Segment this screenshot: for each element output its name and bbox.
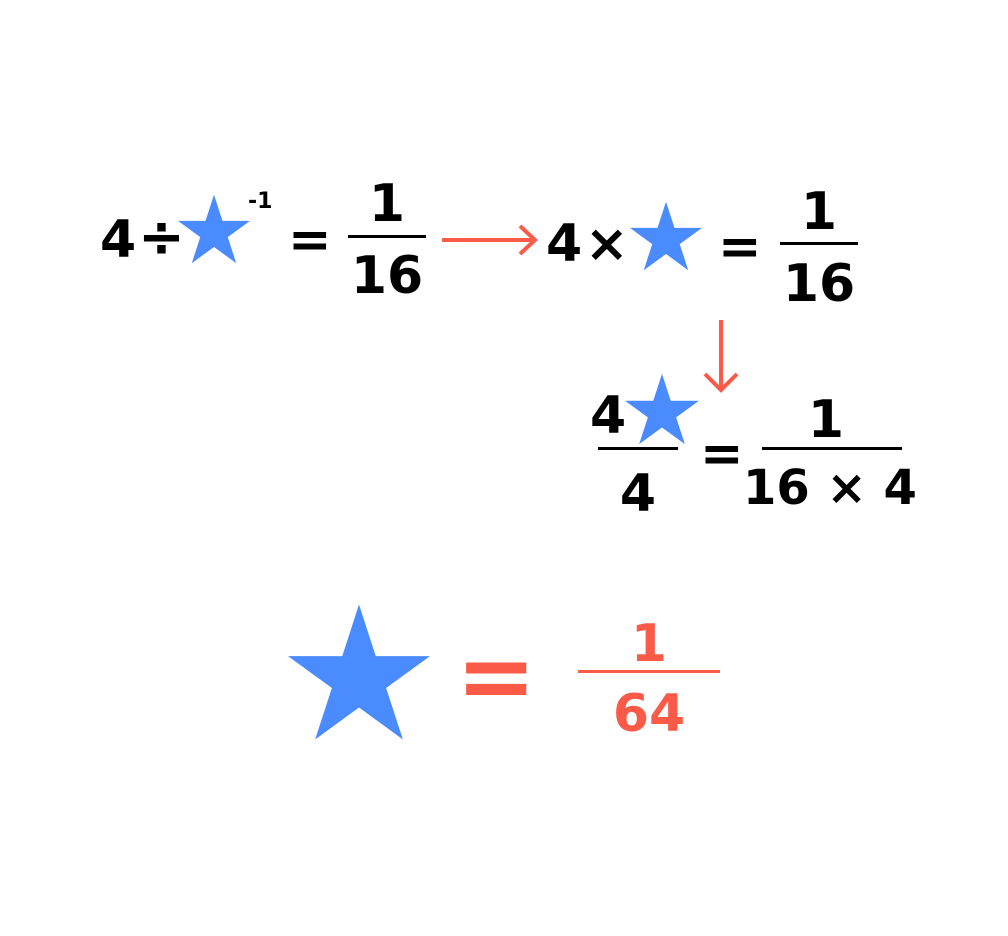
step1-base: 4 bbox=[100, 210, 137, 270]
star-icon bbox=[625, 373, 699, 445]
arrow-down-icon bbox=[703, 320, 739, 393]
step3-lhs-denominator: 4 bbox=[619, 464, 657, 524]
step1-fraction-bar bbox=[348, 235, 426, 238]
step2-base: 4 bbox=[546, 214, 583, 274]
step3-rhs-fraction-bar bbox=[762, 447, 902, 450]
step1-rhs-denominator: 16 bbox=[350, 246, 424, 306]
step1-equals: = bbox=[288, 210, 332, 270]
step2-fraction-bar bbox=[780, 242, 858, 245]
step1-rhs-numerator: 1 bbox=[368, 174, 406, 234]
star-icon bbox=[288, 604, 430, 740]
result-numerator: 1 bbox=[630, 614, 668, 674]
step2-equals: = bbox=[718, 217, 762, 277]
star-icon bbox=[178, 194, 250, 264]
step1-exponent: -1 bbox=[248, 189, 273, 214]
step3-lhs-fraction-bar bbox=[598, 447, 678, 450]
step3-lhs-numerator: 4 bbox=[590, 386, 627, 446]
step3-rhs-numerator: 1 bbox=[807, 390, 845, 450]
result-fraction-bar bbox=[578, 670, 720, 673]
step3-equals: = bbox=[700, 424, 744, 484]
arrow-right-icon bbox=[442, 224, 538, 256]
step2-times-sign: × bbox=[585, 214, 629, 274]
star-icon bbox=[630, 201, 702, 271]
result-equals: = bbox=[456, 620, 537, 732]
step3-rhs-denominator: 16 × 4 bbox=[743, 460, 917, 516]
step2-rhs-numerator: 1 bbox=[800, 182, 838, 242]
step1-divide-sign: ÷ bbox=[138, 205, 185, 270]
result-denominator: 64 bbox=[612, 684, 686, 744]
step2-rhs-denominator: 16 bbox=[782, 254, 856, 314]
